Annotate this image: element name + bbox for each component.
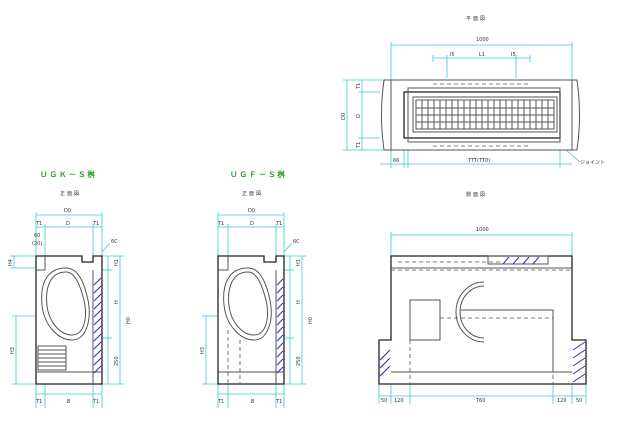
section-view-title: 側面図	[466, 191, 487, 198]
ugf-d0-label: D0	[248, 208, 255, 214]
ugf-h-label: H	[296, 300, 302, 304]
ugf-250-label: 250	[296, 356, 302, 366]
plan-t1-bottom-label: T1	[356, 142, 362, 149]
ugf-h0-label: H0	[308, 317, 314, 324]
ugf-b-t1-left-label: T1	[217, 399, 224, 405]
plan-i5-right-label: I5	[511, 52, 516, 58]
ugf-t1-left-label: T1	[217, 221, 224, 227]
ugk-t1-right-label: T1	[92, 221, 99, 227]
ugk-d-label: D	[66, 221, 70, 227]
plan-d-label: D	[356, 114, 362, 118]
ugk-h-label: H	[114, 300, 120, 304]
plan-ttt-label: TTT(TT0)	[467, 158, 490, 164]
ugk-20-label: (20)	[32, 241, 42, 247]
plan-i5-left-label: I5	[450, 52, 455, 58]
ugf-t1-right-label: T1	[275, 221, 282, 227]
plan-d0-label: D0	[341, 113, 347, 120]
section-width-label: 1000	[476, 227, 489, 233]
ugk-t1-left-label: T1	[35, 221, 42, 227]
section-view: 1000 50 120 T60 120 50	[378, 227, 587, 404]
ugf-b-label: B	[251, 399, 255, 405]
plan-view-title: 平面図	[466, 16, 487, 22]
section-120-left-label: 120	[394, 398, 404, 404]
ugf-title: ＵＧＦ－Ｓ桝	[230, 169, 287, 179]
ugf-b-t1-right-label: T1	[275, 399, 282, 405]
plan-l1-label: L1	[479, 52, 485, 58]
plan-joint-label: ジョイント	[580, 160, 605, 166]
section-120-right-label: 120	[557, 398, 567, 404]
ugk-250-label: 250	[114, 356, 120, 366]
ugk-h0-label: H0	[126, 317, 132, 324]
plan-view: 1000 I5 L1 I5 D0 T1 D T1 TTT(TT0) 66 ジョイ…	[341, 37, 605, 168]
ugf-h1-label: H1	[296, 259, 302, 266]
ugk-6c-label: 6C	[111, 239, 118, 245]
section-50-left-label: 50	[381, 398, 387, 404]
ugk-h4-label: H4	[8, 259, 14, 266]
ugk-60-label: 60	[34, 233, 40, 239]
ugk-d0-label: D0	[64, 208, 71, 214]
plan-width-label: 1000	[476, 37, 489, 43]
ugf-front-view-title: 正面図	[242, 191, 263, 197]
ugk-b-t1-left-label: T1	[35, 399, 42, 405]
ugk-b-t1-right-label: T1	[92, 399, 99, 405]
ugf-h3-label: H3	[200, 347, 206, 354]
section-760-label: T60	[475, 398, 485, 404]
ugk-front-view: D0 T1 D T1 60 (20) 6C H4 H1 H H0 H3 250 …	[8, 208, 132, 408]
ugk-front-view-title: 正面図	[60, 191, 81, 197]
grating	[416, 100, 554, 129]
plan-left-small-label: 66	[393, 158, 399, 164]
section-50-right-label: 50	[576, 398, 582, 404]
plan-t1-top-label: T1	[356, 83, 362, 90]
ugk-h3-label: H3	[10, 347, 16, 354]
ugf-front-view: D0 T1 D T1 6C H1 H H0 H3 250 T1 B T1	[200, 208, 314, 408]
ugk-title: ＵＧＫ－Ｓ桝	[40, 169, 97, 179]
ugk-h1-label: H1	[114, 259, 120, 266]
ugf-d-label: D	[250, 221, 254, 227]
ugk-b-label: B	[67, 399, 71, 405]
ugf-6c-label: 6C	[293, 239, 300, 245]
